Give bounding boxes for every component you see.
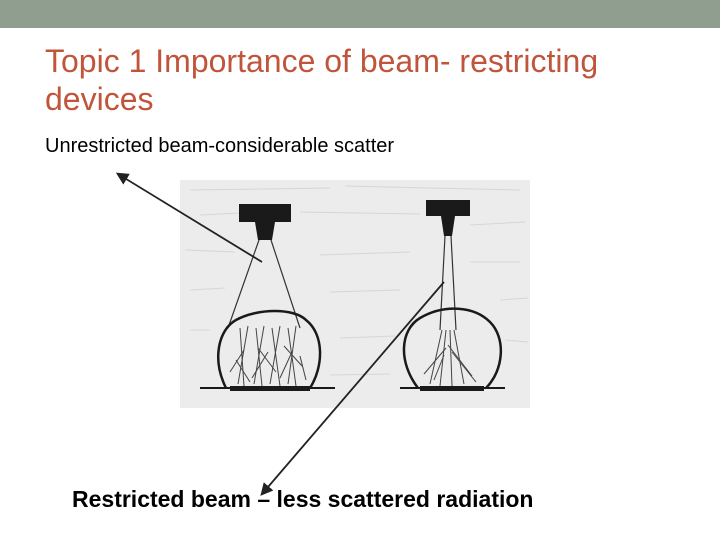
patient-body-outline-left xyxy=(217,309,322,389)
scan-noise xyxy=(184,185,529,376)
scatter-rays-left xyxy=(229,325,307,387)
film-left xyxy=(230,386,310,391)
x-ray-tube-unrestricted-icon xyxy=(239,204,291,240)
diagram-image-background xyxy=(180,180,530,408)
slide-title: Topic 1 Importance of beam- restricting … xyxy=(45,43,599,117)
unrestricted-beam-panel xyxy=(200,204,335,391)
slide-caption: Restricted beam – less scattered radiati… xyxy=(72,486,534,512)
patient-body-outline-right xyxy=(402,307,503,389)
slide-subtitle: Unrestricted beam-considerable scatter xyxy=(45,135,395,157)
film-right xyxy=(420,386,484,391)
scatter-rays-right xyxy=(423,329,477,387)
x-ray-tube-restricted-icon xyxy=(426,200,470,236)
pointer-arrow-to-caption xyxy=(260,281,445,496)
pointer-arrow-to-subtitle xyxy=(115,172,263,263)
header-bar xyxy=(0,0,720,28)
